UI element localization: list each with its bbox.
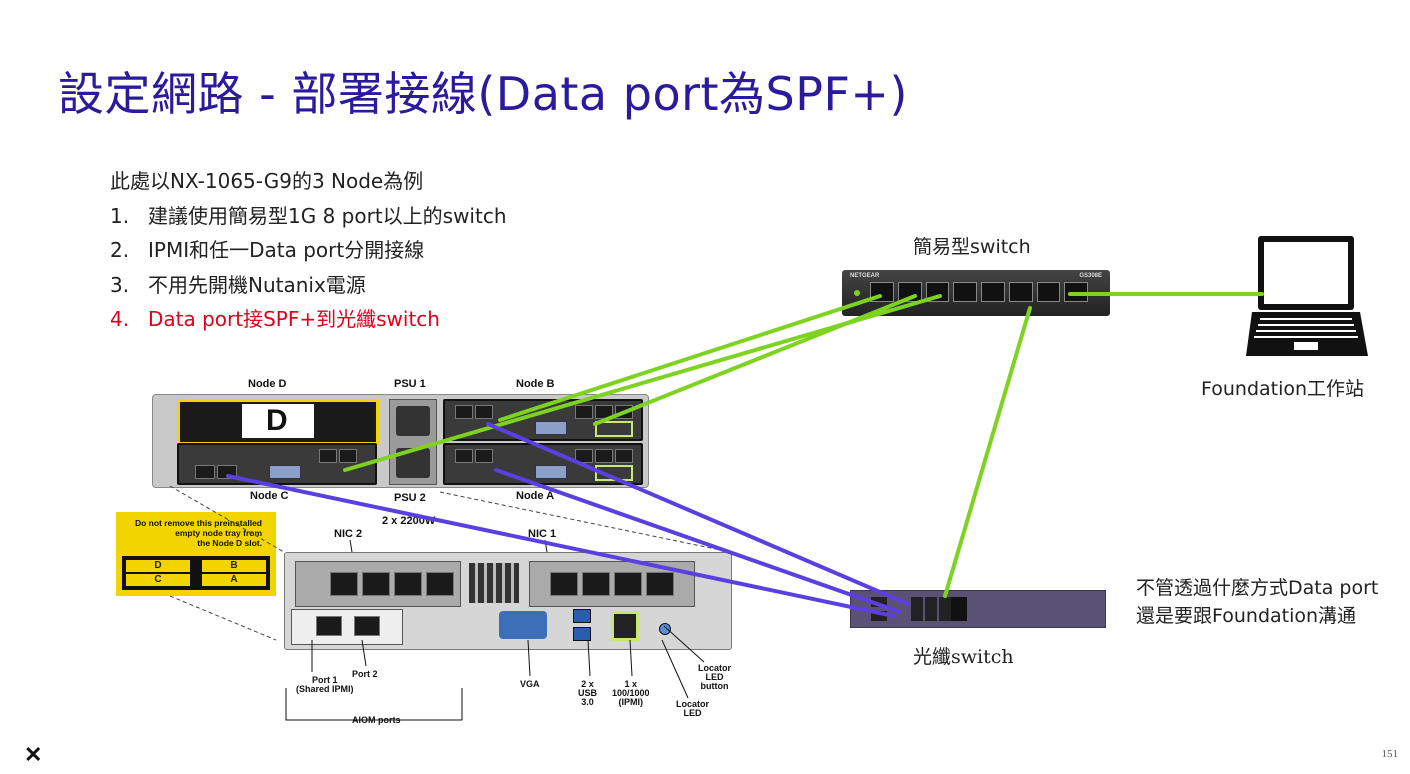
node-a	[443, 443, 643, 485]
node-d-tray: D	[177, 399, 379, 445]
note-text: 不管透過什麼方式Data port 還是要跟Foundation溝通	[1136, 577, 1379, 627]
aiom-card	[291, 609, 403, 645]
node-d-warning-label: Do not remove this preinstalled empty no…	[116, 512, 276, 596]
page-number: 151	[1381, 748, 1399, 760]
power-label: 2 x 2200W	[382, 515, 436, 527]
port2-label: Port 2	[352, 669, 378, 679]
node-map-grid: D B C A	[122, 556, 270, 590]
list-item: 1.建議使用簡易型1G 8 port以上的switch	[110, 203, 507, 228]
vga-port	[499, 611, 547, 639]
list-item: 3.不用先開機Nutanix電源	[110, 272, 366, 297]
nic1-label: NIC 1	[528, 528, 557, 540]
node-c	[177, 443, 377, 485]
leader-line	[439, 491, 731, 553]
psu-bay	[389, 399, 437, 485]
workstation-label: Foundation工作站	[1201, 378, 1365, 400]
simple-switch-label: 簡易型switch	[913, 236, 1031, 258]
node-a-label: Node A	[516, 490, 555, 502]
list-item: 2.IPMI和任一Data port分開接線	[110, 238, 425, 262]
node-d-label: Node D	[248, 378, 287, 390]
port1-label: Port 1(Shared IPMI)	[296, 675, 354, 694]
instruction-list: 此處以NX-1065-G9的3 Node為例 1.建議使用簡易型1G 8 por…	[110, 164, 507, 337]
fiber-switch	[850, 590, 1106, 628]
rear-panel	[284, 552, 732, 650]
psu2-label: PSU 2	[394, 492, 426, 504]
ipmi-port	[611, 611, 639, 641]
aiom-label: AIOM ports	[352, 715, 401, 725]
vga-label: VGA	[520, 679, 540, 689]
node-b	[443, 399, 643, 441]
list-item-highlight: 4.Data port接SPF+到光纖switch	[110, 307, 440, 331]
laptop-icon	[1246, 236, 1368, 356]
leader-line	[169, 595, 277, 641]
page-title: 設定網路 - 部署接線(Data port為SPF+)	[58, 67, 908, 121]
psu1-label: PSU 1	[394, 378, 426, 390]
node-c-label: Node C	[250, 490, 289, 502]
nic1-card	[529, 561, 695, 607]
nic2-label: NIC 2	[334, 528, 363, 540]
nutanix-logo-icon: ✕	[24, 742, 43, 767]
vent	[469, 563, 519, 603]
locator-button	[659, 623, 671, 635]
green-cable	[943, 306, 1032, 598]
node-b-label: Node B	[516, 378, 555, 390]
leader-line	[544, 539, 548, 553]
fiber-switch-label: 光纖switch	[913, 646, 1014, 668]
usb-port	[573, 609, 591, 623]
simple-switch: NETGEAR GS308E	[842, 270, 1110, 316]
intro-text: 此處以NX-1065-G9的3 Node為例	[110, 169, 424, 193]
usb-port	[573, 627, 591, 641]
chassis-front: D	[152, 394, 649, 488]
nic2-card	[295, 561, 461, 607]
leader-line	[349, 539, 353, 553]
